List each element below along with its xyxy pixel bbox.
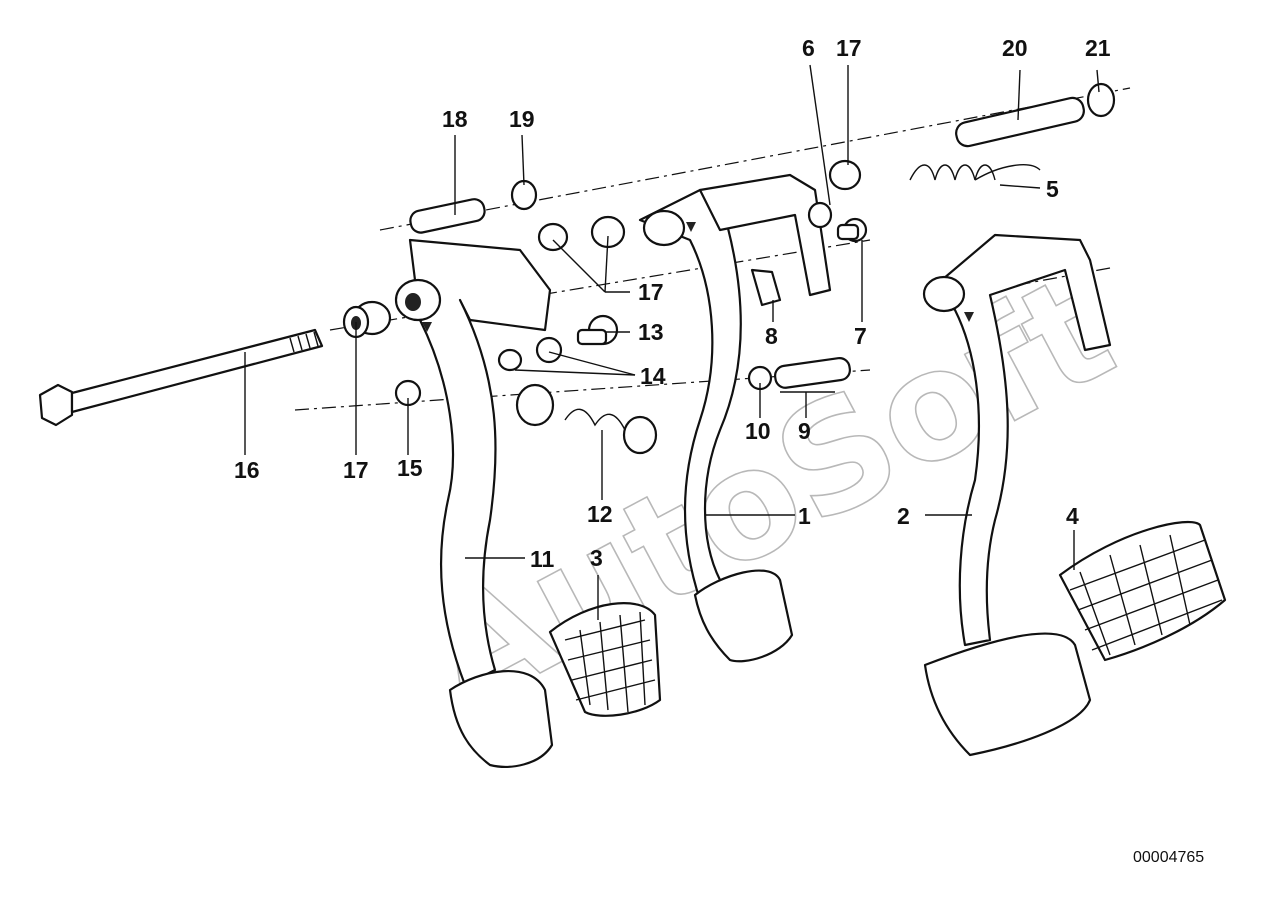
brake-pedal-part (638, 173, 832, 663)
small-pedal-pad-part (548, 602, 662, 717)
callout-18: 18 (442, 106, 468, 132)
callout-16: 16 (234, 457, 260, 483)
callout-14: 14 (640, 363, 666, 389)
callout-6: 6 (802, 35, 815, 61)
callout-13: 13 (638, 319, 664, 345)
clutch-pedal-part (394, 238, 554, 768)
callout-labels: 1 2 3 4 5 6 7 8 9 10 11 12 13 14 15 16 1… (234, 35, 1111, 572)
callout-20: 20 (1002, 35, 1028, 61)
callout-17-lower: 17 (343, 457, 369, 483)
leader-lines (244, 64, 1100, 620)
callout-17-middle: 17 (638, 279, 664, 305)
callout-19: 19 (509, 106, 535, 132)
callout-17-upper: 17 (836, 35, 862, 61)
large-pedal-pad-part (1058, 521, 1227, 662)
callout-9: 9 (798, 418, 811, 444)
large-pedal-part (922, 233, 1112, 757)
callout-5: 5 (1046, 176, 1059, 202)
callout-11: 11 (530, 546, 555, 572)
long-bolt-part (38, 328, 324, 427)
bushing-left-part (342, 300, 392, 339)
hardware-parts (394, 82, 1116, 455)
callout-4: 4 (1066, 503, 1079, 529)
callout-10: 10 (745, 418, 771, 444)
diagram-id: 00004765 (1133, 849, 1205, 866)
callout-15: 15 (397, 455, 423, 481)
callout-8: 8 (765, 323, 778, 349)
callout-7: 7 (854, 323, 867, 349)
callout-12: 12 (587, 501, 613, 527)
callout-2: 2 (897, 503, 910, 529)
callout-3: 3 (590, 545, 603, 571)
callout-1: 1 (798, 503, 811, 529)
callout-21: 21 (1085, 35, 1111, 61)
